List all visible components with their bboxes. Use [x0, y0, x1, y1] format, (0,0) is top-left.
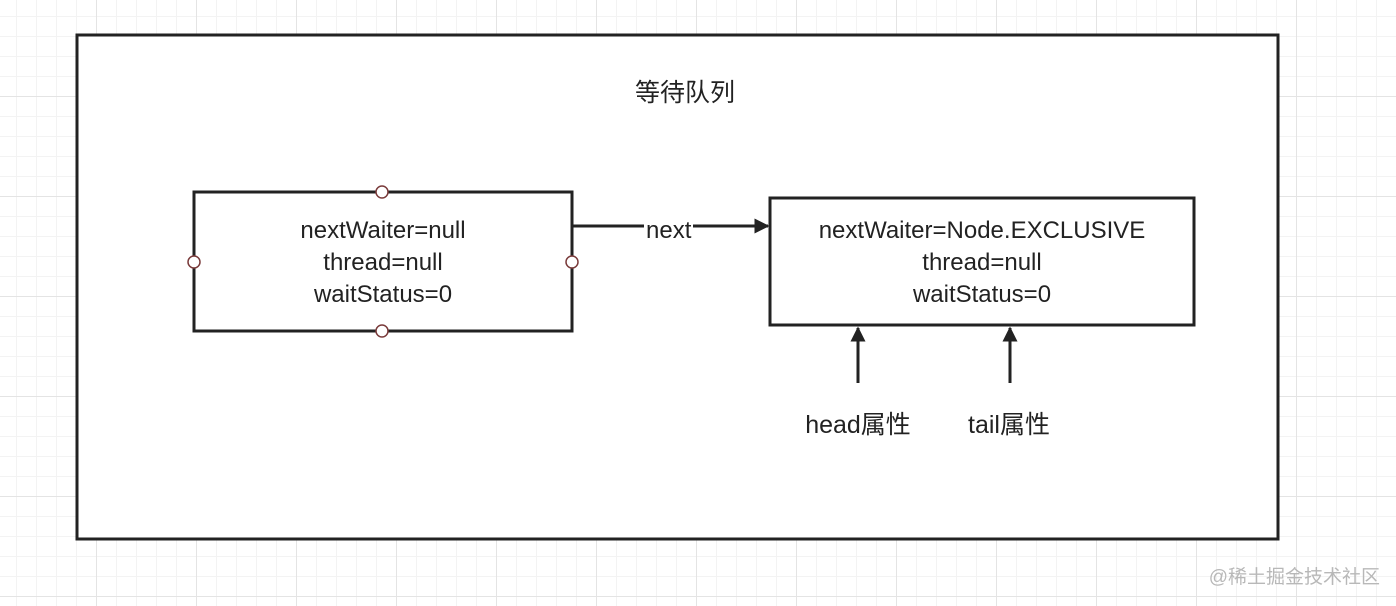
connection-handle-right[interactable]	[565, 255, 579, 269]
tail-pointer-label: tail属性	[968, 411, 1050, 439]
node-1-thread: thread=null	[323, 249, 443, 276]
node-2-wait-status: waitStatus=0	[912, 281, 1052, 308]
next-edge-label: next	[644, 214, 694, 248]
watermark: @稀土掘金技术社区	[1208, 567, 1380, 588]
node-2-content: nextWaiter=Node.EXCLUSIVE thread=null wa…	[770, 215, 1194, 311]
node-1-wait-status: waitStatus=0	[313, 281, 453, 308]
node-box-1[interactable]	[192, 190, 574, 333]
node-1-next-waiter: nextWaiter=null	[300, 217, 466, 244]
node-2-next-waiter: nextWaiter=Node.EXCLUSIVE	[818, 217, 1146, 244]
connection-handle-top[interactable]	[375, 185, 389, 199]
connection-handle-left[interactable]	[187, 255, 201, 269]
queue-title: 等待队列	[634, 79, 735, 107]
connection-handle-bottom[interactable]	[375, 324, 389, 338]
node-1-content: nextWaiter=null thread=null waitStatus=0	[194, 215, 572, 311]
node-box-2[interactable]	[768, 196, 1196, 327]
node-2-thread: thread=null	[922, 249, 1042, 276]
head-pointer-label: head属性	[805, 411, 911, 439]
